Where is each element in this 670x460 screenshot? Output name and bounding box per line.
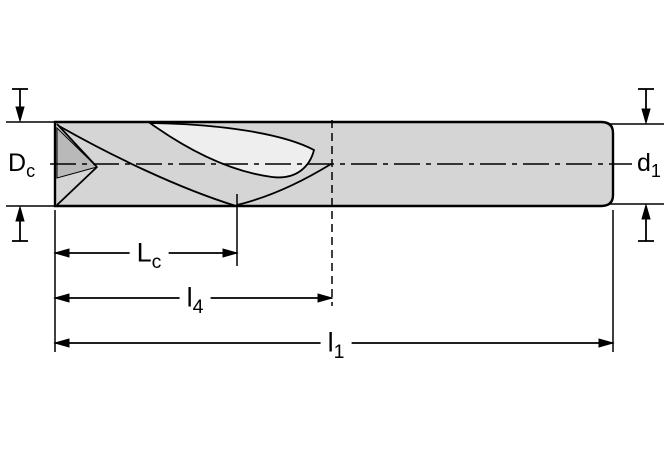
d1-arrowhead-top xyxy=(641,108,651,125)
shank-diameter-subscript: 1 xyxy=(650,161,661,181)
l4-arrowhead-right xyxy=(317,293,334,303)
shank-diameter-symbol: d xyxy=(637,149,651,177)
label-overall-length: l1 xyxy=(320,327,352,362)
d1-arrowhead-bottom xyxy=(641,203,651,220)
length-extension-lines xyxy=(54,194,614,352)
label-cutting-length: Lc xyxy=(129,237,169,272)
l1-arrowhead-left xyxy=(53,338,70,348)
tip-cutting-edge-top xyxy=(56,123,98,168)
lc-arrowhead-right xyxy=(222,248,239,258)
dc-arrowhead-bottom xyxy=(15,205,25,222)
l1-arrowhead-right xyxy=(598,338,615,348)
tip-shade-wedge xyxy=(56,126,98,179)
length-l4-subscript: 4 xyxy=(192,295,204,318)
label-shank-diameter: d1 xyxy=(637,149,661,181)
lc-arrowhead-left xyxy=(53,248,70,258)
d1-extension-lines xyxy=(609,123,664,205)
tip-cutting-edge-bottom xyxy=(56,166,98,206)
label-length-l4: l4 xyxy=(179,282,211,317)
label-cutting-diameter: Dc xyxy=(8,149,35,181)
flute-runout-curve xyxy=(236,163,332,206)
length-l4-symbol: l xyxy=(186,282,193,313)
l4-arrowhead-left xyxy=(53,293,70,303)
dc-extension-lines xyxy=(6,121,57,207)
cutting-diameter-symbol: D xyxy=(8,149,27,177)
cutting-length-subscript: c xyxy=(151,250,162,273)
dc-diameter-arrows xyxy=(12,88,28,242)
flute-helix-edge xyxy=(58,125,237,207)
cutting-length-symbol: L xyxy=(136,237,152,268)
d1-diameter-arrows xyxy=(638,88,654,242)
cutting-diameter-subscript: c xyxy=(26,161,36,181)
dc-arrowhead-top xyxy=(15,106,25,123)
overall-length-symbol: l xyxy=(327,327,334,358)
overall-length-subscript: 1 xyxy=(333,340,345,363)
